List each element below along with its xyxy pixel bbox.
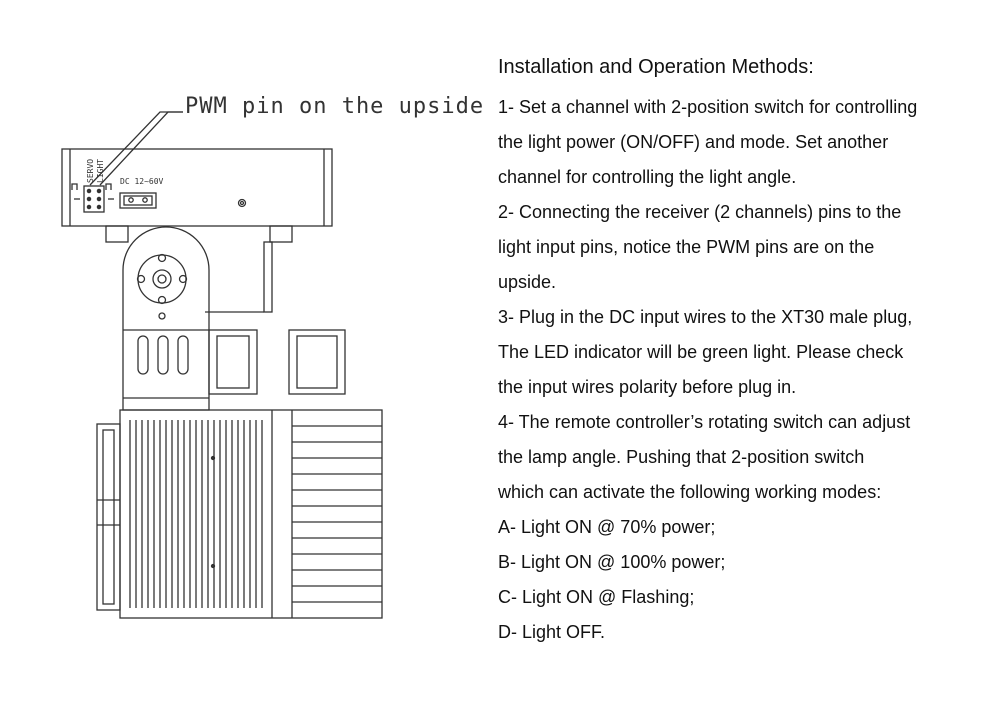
instruction-line: which can activate the following working… [498, 482, 882, 502]
instruction-line: channel for controlling the light angle. [498, 167, 797, 187]
mount-tabs [105, 225, 293, 313]
side-blocks [208, 329, 346, 395]
mode-line: C- Light ON @ Flashing; [498, 587, 695, 607]
instruction-line: 3- Plug in the DC input wires to the XT3… [498, 307, 913, 327]
dc-voltage-label: DC 12~60V [120, 177, 164, 186]
control-box [61, 148, 333, 227]
instruction-line: the light power (ON/OFF) and mode. Set a… [498, 132, 889, 152]
pivot-bracket [122, 226, 210, 411]
lamp-drawing: SERVO LIGHT DC 12~60V [61, 111, 383, 619]
mode-line: A- Light ON @ 70% power; [498, 517, 716, 537]
instruction-line: light input pins, notice the PWM pins ar… [498, 237, 875, 257]
mode-line: D- Light OFF. [498, 622, 606, 642]
pwm-callout-label: PWM pin on the upside [185, 94, 485, 119]
instruction-line: 4- The remote controller’s rotating swit… [498, 412, 911, 432]
instruction-line: The LED indicator will be green light. P… [498, 342, 904, 362]
servo-label: SERVO [86, 159, 95, 183]
instruction-line: 2- Connecting the receiver (2 channels) … [498, 202, 902, 222]
instructions-heading: Installation and Operation Methods: [498, 56, 814, 78]
lamp-diagram: SERVO LIGHT DC 12~60V PWM pin on the ups… [0, 0, 483, 700]
instructions-panel: Installation and Operation Methods: 1- S… [498, 52, 998, 650]
callout-leader-lines [89, 111, 183, 186]
instruction-line: the input wires polarity before plug in. [498, 377, 797, 397]
lamp-housing [96, 409, 383, 619]
instruction-line: upside. [498, 272, 557, 292]
instruction-line: 1- Set a channel with 2-position switch … [498, 97, 918, 117]
light-label: LIGHT [96, 159, 105, 183]
instruction-line: the lamp angle. Pushing that 2-position … [498, 447, 865, 467]
mode-line: B- Light ON @ 100% power; [498, 552, 726, 572]
